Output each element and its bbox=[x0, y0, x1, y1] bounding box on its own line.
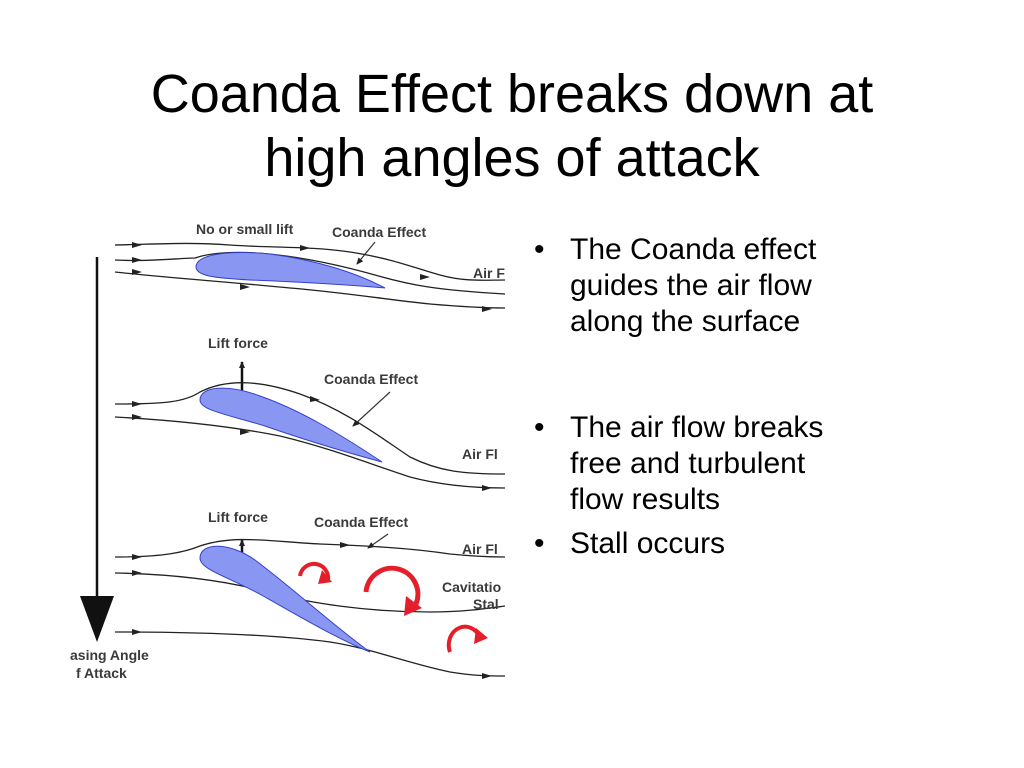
vortex-icon bbox=[298, 561, 331, 581]
panel1-airfoil bbox=[195, 252, 386, 289]
panel1-lift-label: No or small lift bbox=[196, 221, 294, 237]
bullet-line: free and turbulent bbox=[570, 447, 806, 480]
panel1-flow-lower bbox=[114, 271, 505, 309]
panel1-air-label: Air F bbox=[473, 265, 505, 281]
bullet-line: The air flow breaks bbox=[570, 411, 824, 444]
coanda-diagram: asing Angle f Attack No or small lift Co… bbox=[70, 221, 505, 681]
panel2-flow-lower bbox=[114, 416, 505, 489]
vortex-icon bbox=[404, 596, 422, 616]
flow-arrow-icon bbox=[420, 274, 430, 280]
panel3-lift-label: Lift force bbox=[208, 509, 268, 525]
title-line-1: Coanda Effect breaks down at bbox=[150, 64, 874, 124]
bullet-line: along the surface bbox=[570, 305, 801, 338]
bullet-dot: • bbox=[534, 233, 545, 266]
panel-3: Lift force Coanda Effect Air Fl Cavitati… bbox=[114, 509, 505, 679]
flow-arrow-icon bbox=[132, 401, 142, 407]
panel3-coanda-pointer bbox=[367, 533, 389, 549]
bullet-line: guides the air flow bbox=[570, 269, 812, 302]
panel-2: Lift force Coanda Effect Air Fl bbox=[114, 335, 505, 491]
flow-arrow-icon bbox=[482, 485, 492, 491]
vortex-icon bbox=[363, 565, 421, 605]
flow-arrow-icon bbox=[482, 673, 492, 679]
bullet-dot: • bbox=[534, 527, 545, 560]
flow-arrow-icon bbox=[132, 414, 142, 420]
panel3-stall-label: Stal bbox=[473, 596, 499, 612]
vortex-icon bbox=[474, 628, 488, 644]
flow-arrow-icon bbox=[240, 284, 250, 290]
panel2-airfoil bbox=[199, 387, 383, 463]
panel3-cavitation-label: Cavitatio bbox=[442, 579, 501, 595]
axis-label-2: f Attack bbox=[76, 665, 127, 681]
flow-arrow-icon bbox=[132, 269, 142, 275]
bullet-line: flow results bbox=[570, 483, 721, 516]
flow-arrow-icon bbox=[310, 396, 320, 402]
panel3-coanda-label: Coanda Effect bbox=[314, 514, 408, 530]
title-line-2: high angles of attack bbox=[264, 128, 760, 188]
flow-arrow-icon bbox=[240, 429, 250, 435]
flow-arrow-icon bbox=[132, 570, 142, 576]
panel3-flow-upper bbox=[114, 538, 505, 558]
flow-arrow-icon bbox=[132, 257, 142, 263]
bullet-item: • Stall occurs bbox=[532, 526, 932, 562]
bullet-list: • The Coanda effect guides the air flow … bbox=[532, 232, 932, 562]
bullet-line: The Coanda effect bbox=[570, 233, 817, 266]
panel3-flow-mid bbox=[114, 572, 505, 613]
flow-arrow-icon bbox=[132, 242, 142, 248]
bullet-line: Stall occurs bbox=[570, 527, 726, 560]
slide-title: Coanda Effect breaks down at high angles… bbox=[0, 62, 1024, 190]
vortex-icon bbox=[318, 570, 332, 584]
panel3-airfoil bbox=[199, 545, 371, 653]
bullet-item: • The Coanda effect guides the air flow … bbox=[532, 232, 932, 340]
panel-1: No or small lift Coanda Effect Air F bbox=[114, 221, 505, 312]
flow-arrow-icon bbox=[482, 306, 492, 312]
panel2-air-label: Air Fl bbox=[462, 446, 498, 462]
flow-arrow-icon bbox=[300, 245, 310, 251]
flow-arrow-icon bbox=[132, 629, 142, 635]
panel1-flow-upper bbox=[114, 242, 505, 281]
panel1-coanda-label: Coanda Effect bbox=[332, 224, 426, 240]
flow-arrow-icon bbox=[340, 542, 350, 548]
down-arrow-icon bbox=[80, 596, 114, 642]
panel3-air-label: Air Fl bbox=[462, 541, 498, 557]
axis-label-1: asing Angle bbox=[70, 647, 149, 663]
panel2-coanda-pointer bbox=[352, 391, 391, 427]
panel2-lift-label: Lift force bbox=[208, 335, 268, 351]
flow-arrow-icon bbox=[132, 554, 142, 560]
panel2-coanda-label: Coanda Effect bbox=[324, 371, 418, 387]
bullet-item: • The air flow breaks free and turbulent… bbox=[532, 410, 932, 518]
bullet-dot: • bbox=[534, 411, 545, 444]
panel2-flow-upper bbox=[114, 382, 505, 475]
coanda-figure: asing Angle f Attack No or small lift Co… bbox=[70, 212, 505, 692]
panel3-flow-lower bbox=[114, 631, 505, 677]
panel1-coanda-pointer bbox=[356, 241, 376, 265]
